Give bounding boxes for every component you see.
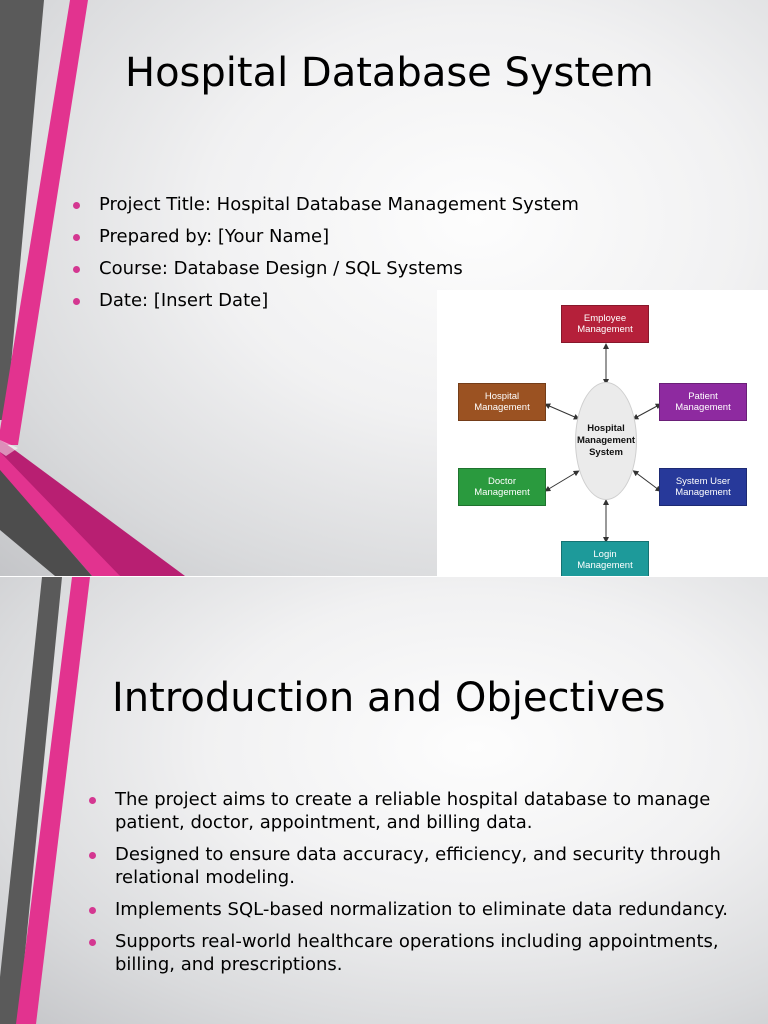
list-item: Date: [Insert Date]	[73, 290, 579, 312]
module-hospital-management: Hospital Management	[458, 383, 546, 421]
module-doctor-management: Doctor Management	[458, 468, 546, 506]
module-employee-management: Employee Management	[561, 305, 649, 343]
module-login-management: Login Management	[561, 541, 649, 576]
slide-title: Introduction and Objectives	[112, 675, 666, 721]
slide-1: Hospital Database System Project Title: …	[0, 0, 768, 576]
slide-title: Hospital Database System	[125, 50, 654, 96]
list-item: Project Title: Hospital Database Managem…	[73, 194, 579, 216]
slide-2: Introduction and Objectives The project …	[0, 577, 768, 1024]
list-item: Designed to ensure data accuracy, effici…	[89, 843, 729, 889]
center-node: Hospital Management System	[575, 382, 637, 500]
bullet-list: The project aims to create a reliable ho…	[89, 788, 729, 985]
list-item: Prepared by: [Your Name]	[73, 226, 579, 248]
list-item: Course: Database Design / SQL Systems	[73, 258, 579, 280]
list-item: Implements SQL-based normalization to el…	[89, 898, 729, 921]
decorative-stripes	[0, 577, 90, 1024]
list-item: The project aims to create a reliable ho…	[89, 788, 729, 834]
diagram-connectors	[544, 343, 662, 543]
module-patient-management: Patient Management	[659, 383, 747, 421]
module-system-user-management: System User Management	[659, 468, 747, 506]
system-diagram: Employee Management Hospital Management …	[437, 290, 768, 576]
list-item: Supports real-world healthcare operation…	[89, 930, 729, 976]
bullet-list: Project Title: Hospital Database Managem…	[73, 194, 579, 322]
decorative-stripes	[0, 0, 185, 576]
